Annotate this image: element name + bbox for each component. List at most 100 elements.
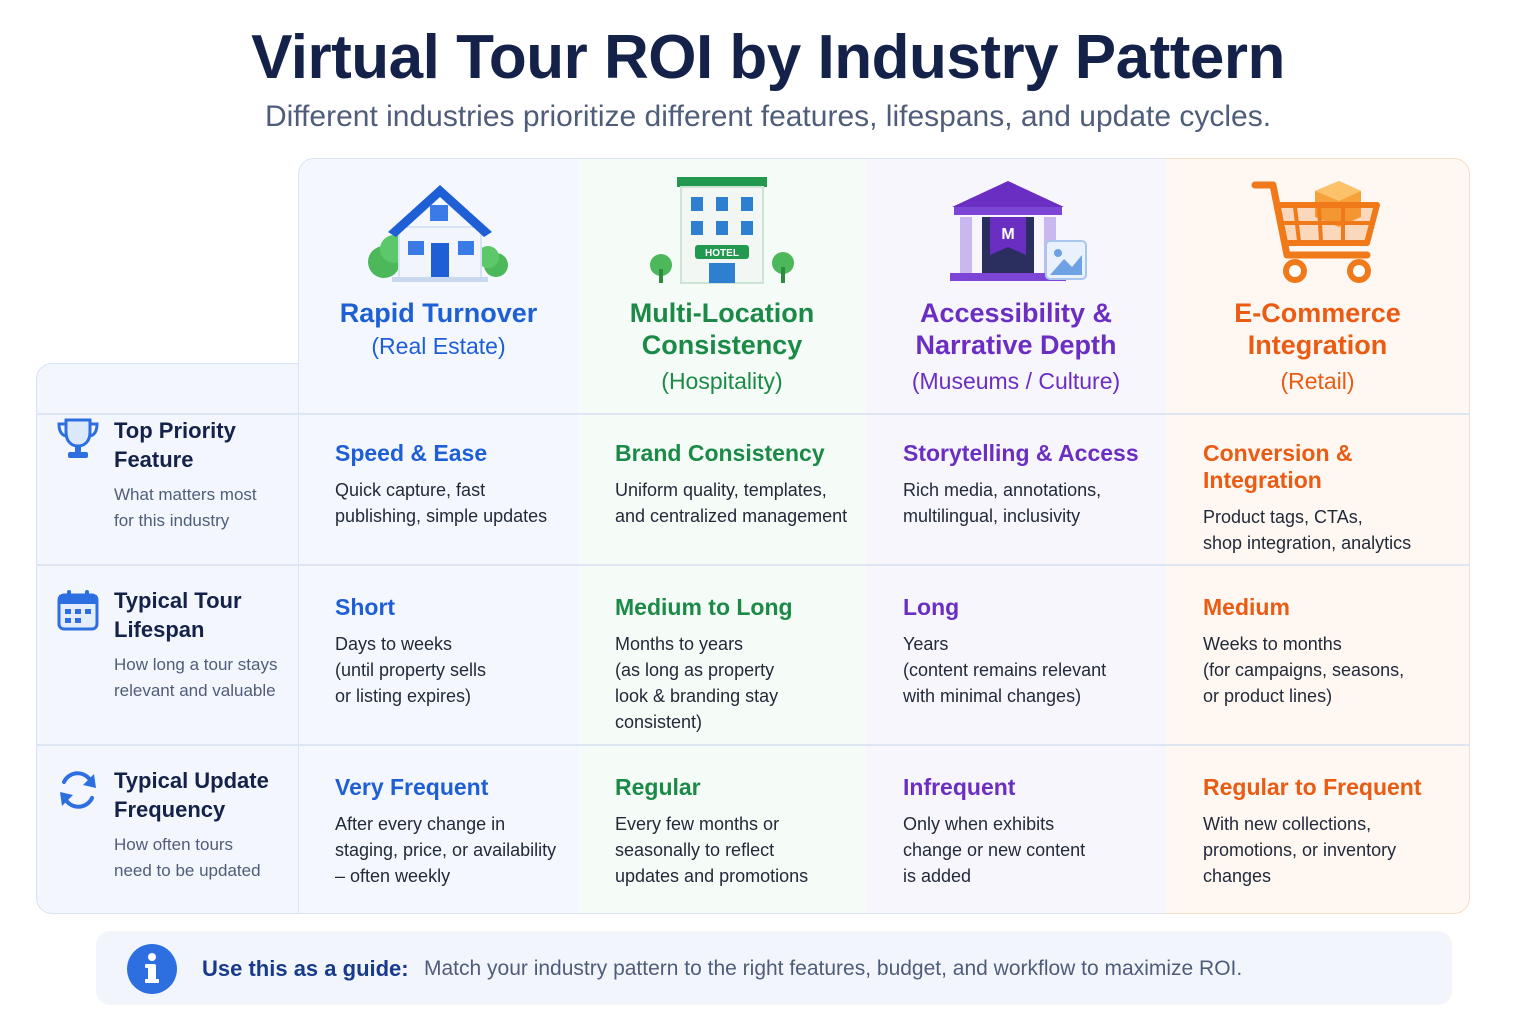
cell-line: (as long as property <box>615 660 775 680</box>
row-title-line2: Lifespan <box>114 617 205 642</box>
row-header-top-priority: Top Priority Feature What matters most f… <box>56 416 296 562</box>
guide-label: Use this as a guide: <box>202 956 409 981</box>
column-industry: (Real Estate) <box>371 333 506 359</box>
cell-line: Years <box>903 634 949 654</box>
hotel-icon: HOTEL <box>650 177 794 284</box>
row-description-line2: for this industry <box>114 511 230 530</box>
row-divider <box>36 564 1470 566</box>
cell-line: or product lines) <box>1203 686 1333 706</box>
column-title-line2: Integration <box>1247 330 1388 360</box>
column-title: Multi-Location <box>629 298 815 328</box>
cell-line: is added <box>903 866 972 886</box>
page-subtitle: Different industries prioritize differen… <box>264 100 1272 133</box>
row-title: Typical Update <box>114 768 269 793</box>
cell-body: Product tags, CTAs, shop integration, ana… <box>1203 504 1463 556</box>
hotel-sign: HOTEL <box>705 248 739 259</box>
cell-title: Regular <box>615 774 701 800</box>
cell-line: shop integration, analytics <box>1203 533 1412 553</box>
cell-line: Quick capture, fast <box>335 480 486 500</box>
column-header: Rapid Turnover (Real Estate) <box>299 159 578 414</box>
museum-banner: M <box>1001 226 1014 243</box>
cell-line: Rich media, annotations, <box>903 480 1102 500</box>
museum-icon: M <box>950 181 1087 281</box>
cell-body: Weeks to months (for campaigns, seasons, o… <box>1203 631 1463 709</box>
refresh-icon <box>60 771 96 809</box>
cell-line: with minimal changes) <box>903 686 1082 706</box>
cell-line: seasonally to reflect <box>615 840 775 860</box>
column-industry: (Museums / Culture) <box>911 368 1121 394</box>
cell-line: look & branding stay <box>615 686 779 706</box>
row-title-line2: Frequency <box>114 797 226 822</box>
column-header: E-Commerce Integration (Retail) <box>1166 159 1469 414</box>
row-divider <box>36 413 1470 415</box>
cell-line: Every few months or <box>615 814 780 834</box>
column-title: Rapid Turnover <box>339 298 538 328</box>
cell-line: (until property sells <box>335 660 487 680</box>
cell-body: Rich media, annotations, multilingual, in… <box>903 477 1160 529</box>
cell-title: Medium <box>1203 594 1290 620</box>
row-description: What matters most <box>114 485 257 504</box>
column-museums: M Accessibility & Narrative Depth (Museu… <box>866 158 1167 914</box>
cell-line: Product tags, CTAs, <box>1203 507 1363 527</box>
cell-line: Weeks to months <box>1203 634 1342 654</box>
cell-line: Days to weeks <box>335 634 453 654</box>
column-header: HOTEL Multi-Location Consistency (Hospit… <box>578 159 866 414</box>
cell-line: changes <box>1203 866 1272 886</box>
page-title: Virtual Tour ROI by Industry Pattern <box>251 23 1285 92</box>
row-header-update-frequency: Typical Update Frequency How often tours… <box>56 766 296 912</box>
cell-title: Regular to Frequent <box>1203 774 1422 800</box>
cell-title: Short <box>335 594 396 620</box>
cell-line: updates and promotions <box>615 866 809 886</box>
column-hospitality: HOTEL Multi-Location Consistency (Hospit… <box>578 158 867 914</box>
cell-line: With new collections, <box>1203 814 1372 834</box>
guide-text: Match your industry pattern to the right… <box>424 957 1243 980</box>
column-header: M Accessibility & Narrative Depth (Museu… <box>866 159 1166 414</box>
column-title-line2: Narrative Depth <box>915 330 1117 360</box>
column-industry: (Retail) <box>1280 368 1355 394</box>
row-description-line2: relevant and valuable <box>114 681 276 700</box>
cell-line: staging, price, or availability <box>335 840 557 860</box>
trophy-icon <box>57 418 99 458</box>
cell-title: Brand Consistency <box>615 440 825 466</box>
cell-line: (for campaigns, seasons, <box>1203 660 1405 680</box>
column-retail: E-Commerce Integration (Retail) <box>1166 158 1470 914</box>
cell-line: change or new content <box>903 840 1086 860</box>
cell-line: Only when exhibits <box>903 814 1055 834</box>
calendar-icon <box>57 590 99 631</box>
cell-line: promotions, or inventory <box>1203 840 1397 860</box>
cell-line: – often weekly <box>335 866 451 886</box>
row-header-tour-lifespan: Typical Tour Lifespan How long a tour st… <box>56 586 296 742</box>
house-icon <box>367 185 508 282</box>
cell-line: multilingual, inclusivity <box>903 506 1081 526</box>
cell-line: consistent) <box>615 712 703 732</box>
row-title: Top Priority <box>114 418 236 443</box>
column-real-estate: Rapid Turnover (Real Estate) <box>298 158 579 914</box>
info-icon <box>127 944 177 994</box>
cell-title: Very Frequent <box>335 774 489 800</box>
row-description: How long a tour stays <box>114 655 278 674</box>
row-divider <box>36 744 1470 746</box>
cell-line: publishing, simple updates <box>335 506 548 526</box>
cell-line: Uniform quality, templates, <box>615 480 827 500</box>
cell-title: Speed & Ease <box>335 440 488 466</box>
row-title: Typical Tour <box>114 588 242 613</box>
column-title-line2: Consistency <box>641 330 803 360</box>
guide-banner: Use this as a guide: Match your industry… <box>96 931 1452 1005</box>
cell-title: Long <box>903 594 960 620</box>
